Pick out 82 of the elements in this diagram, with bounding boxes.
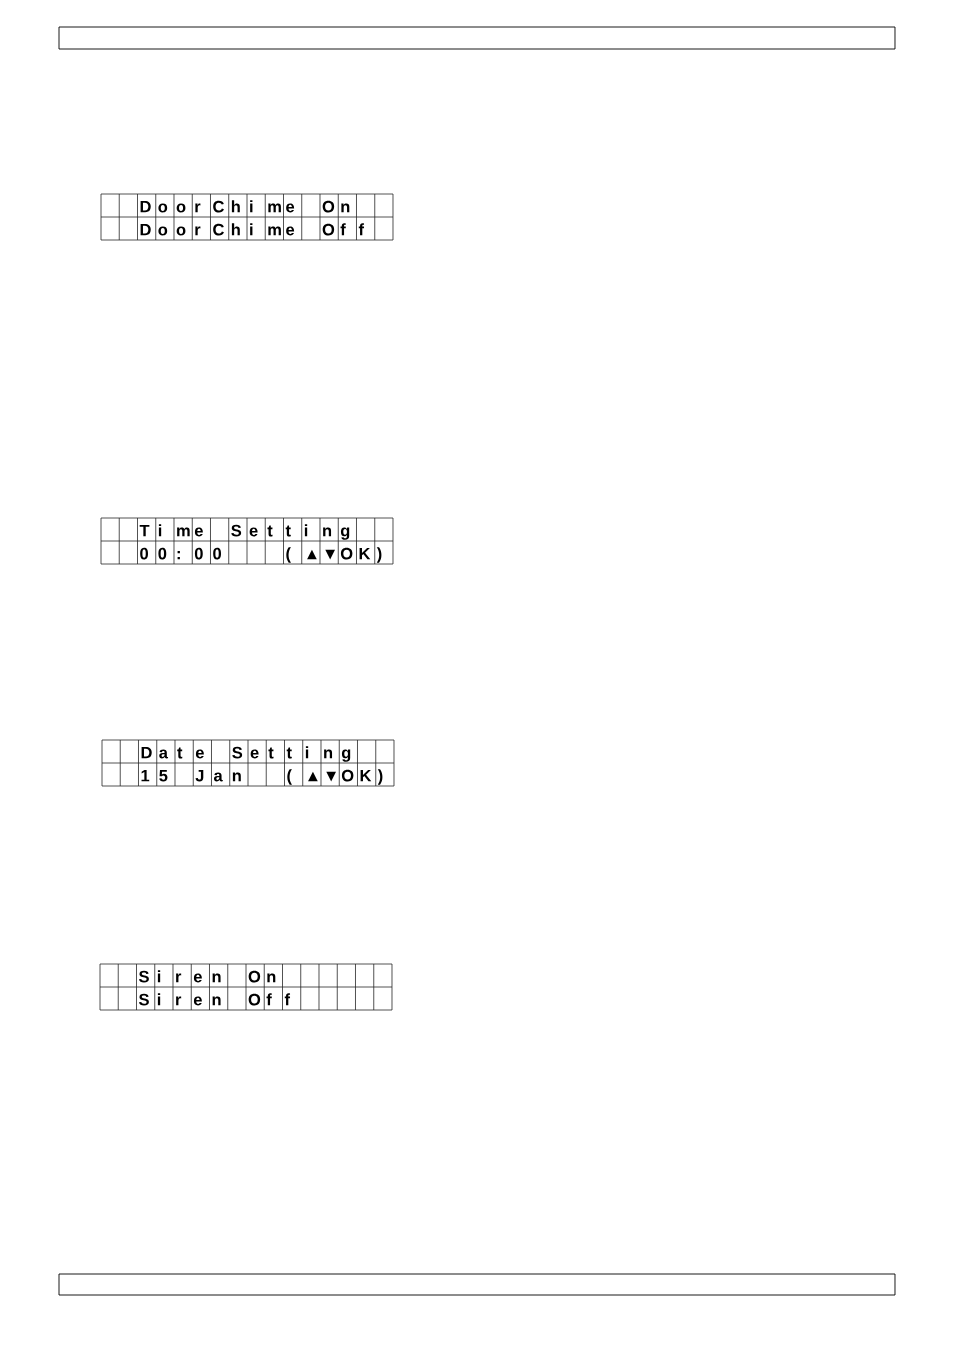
display-character: f (340, 223, 346, 236)
display-character: J (195, 769, 204, 782)
display-character: e (249, 527, 258, 537)
display-character: m (268, 226, 281, 236)
display-character: r (176, 996, 182, 1006)
display-character: O (248, 993, 261, 1006)
display-character: i (157, 993, 161, 1006)
display-character: h (231, 223, 240, 236)
display-character: 0 (213, 547, 221, 560)
display-character: t (267, 525, 273, 537)
display-character: t (268, 747, 274, 759)
display-character: n (324, 749, 333, 759)
display-character: i (250, 223, 253, 236)
display-character: t (286, 747, 292, 759)
display-character: S (232, 746, 243, 759)
display-character: C (213, 223, 224, 236)
display-character: ▲ (308, 771, 318, 782)
display-character: ( (287, 769, 292, 785)
display-character: ▼ (326, 771, 336, 782)
display-character: e (250, 749, 259, 759)
display-character: S (138, 970, 149, 983)
display-character: O (322, 200, 335, 213)
display-character: e (195, 749, 204, 759)
display-character: g (340, 527, 350, 540)
display-character: O (322, 223, 335, 236)
display-character: g (341, 749, 351, 762)
display-character: n (232, 772, 241, 782)
display-character: S (138, 993, 149, 1006)
display-character: D (141, 746, 152, 759)
display-character: r (176, 973, 182, 983)
display-character: 1 (141, 769, 150, 782)
display-character: o (158, 226, 168, 236)
display-character: i (304, 524, 308, 537)
display-character: r (195, 203, 201, 213)
display-character: e (193, 996, 202, 1006)
display-character: i (305, 746, 309, 759)
display-character: i (250, 200, 253, 213)
display-character: 0 (158, 547, 167, 560)
display-character: a (214, 772, 223, 782)
display-character: 0 (194, 547, 203, 560)
display-character: e (286, 203, 295, 213)
display-character: T (139, 524, 150, 537)
display-character: 5 (159, 769, 168, 782)
display-character: ( (286, 547, 291, 563)
display-character: i (157, 970, 161, 983)
display-character: r (195, 226, 201, 236)
display-character: f (284, 993, 290, 1006)
display-character: ▼ (325, 549, 335, 560)
display-character: n (212, 996, 221, 1006)
display-character: t (177, 747, 183, 759)
display-character: O (340, 547, 353, 560)
display-character: D (140, 223, 151, 236)
display-character: ) (376, 547, 382, 563)
display-character: O (341, 769, 354, 782)
display-character: n (212, 973, 221, 983)
display-character: h (231, 200, 240, 213)
display-character: a (159, 749, 169, 759)
display-character: o (176, 203, 186, 213)
display-character: n (341, 203, 350, 213)
display-character: S (231, 524, 242, 537)
display-character: t (285, 525, 291, 537)
display-character: o (158, 203, 168, 213)
display-character: e (286, 226, 295, 236)
display-character: o (176, 226, 186, 236)
display-character: m (177, 527, 190, 537)
display-character: e (194, 527, 203, 537)
display-character: C (213, 200, 224, 213)
display-character: i (158, 524, 162, 537)
display-character: n (323, 527, 332, 537)
display-character: f (266, 993, 272, 1006)
display-character: ▲ (307, 549, 317, 560)
display-character: K (360, 769, 372, 782)
display-character: D (140, 200, 151, 213)
display-character: K (359, 547, 371, 560)
display-character: 0 (140, 547, 148, 560)
display-character: O (248, 970, 261, 983)
display-character: f (358, 223, 364, 236)
display-character: e (193, 973, 202, 983)
display-character: ) (377, 769, 383, 785)
display-character: m (268, 203, 281, 213)
display-character: : (177, 551, 180, 560)
display-character: n (267, 973, 276, 983)
